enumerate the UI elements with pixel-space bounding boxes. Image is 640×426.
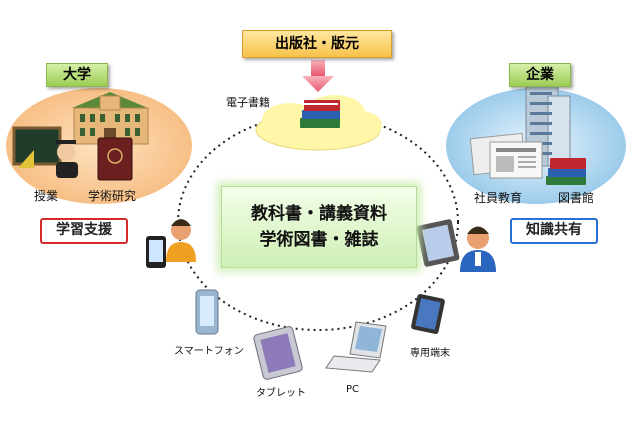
company-title: 企業 [509, 63, 571, 87]
person-left-icon [166, 219, 196, 262]
company-item-library: 図書館 [558, 191, 595, 205]
company-item-training: 社員教育 [474, 191, 523, 205]
device-label-smartphone: スマートフォン [174, 346, 244, 357]
content-line-2: 学術図書・雑誌 [259, 230, 379, 250]
knowledge-sharing-badge: 知識共有 [510, 218, 598, 244]
person-right-icon [460, 226, 496, 272]
smartphone-left-icon [146, 236, 166, 268]
university-item-lecture: 授業 [34, 189, 59, 203]
research-book-icon [97, 137, 133, 181]
device-label-tablet: タブレット [256, 388, 306, 399]
learning-support-badge: 学習支援 [40, 218, 128, 244]
tablet-icon [253, 326, 303, 380]
pc-laptop-icon [325, 321, 387, 373]
library-books-icon [546, 158, 586, 185]
ebook-label: 電子書籍 [226, 96, 270, 109]
book-stack-icon [300, 100, 340, 128]
dedicated-reader-icon [411, 294, 445, 334]
device-label-dedicated: 専用端末 [410, 348, 450, 359]
arrow-down-icon [302, 60, 334, 92]
tablet-right-icon [416, 219, 460, 267]
content-line-1: 教科書・講義資料 [251, 204, 387, 224]
lecture-icon [12, 126, 78, 178]
university-title: 大学 [46, 63, 108, 87]
newspaper-icon [469, 132, 543, 179]
device-label-pc: PC [346, 384, 360, 395]
publisher-label: 出版社・版元 [242, 30, 392, 58]
smartphone-icon [195, 289, 219, 335]
university-item-research: 学術研究 [88, 189, 137, 203]
content-box: 教科書・講義資料 学術図書・雑誌 [221, 186, 417, 268]
